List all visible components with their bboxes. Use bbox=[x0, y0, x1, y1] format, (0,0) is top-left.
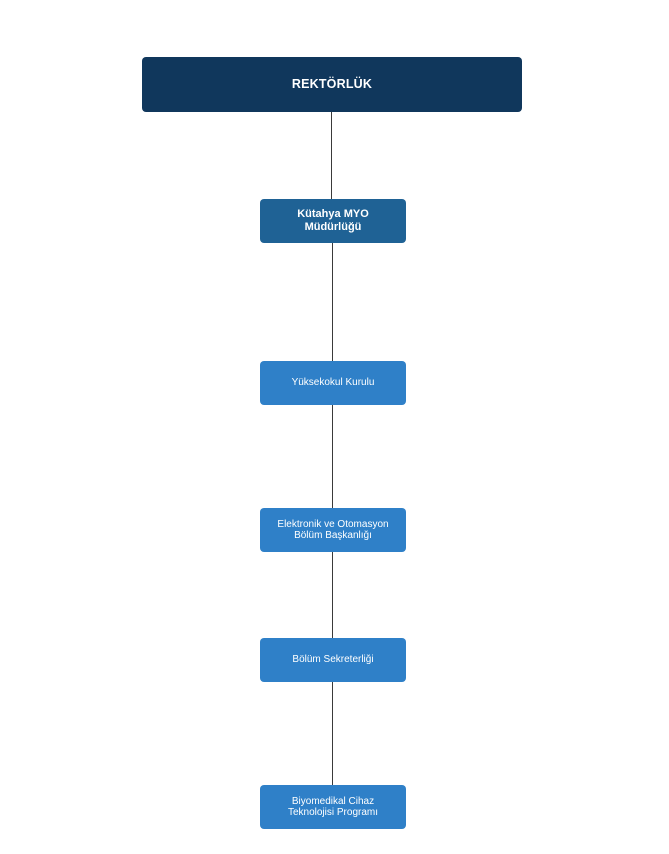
node-bolum-baskanligi: Elektronik ve Otomasyon Bölüm Başkanlığı bbox=[260, 508, 406, 552]
node-biyomedikal-cihaz-programi-label: Biyomedikal Cihaz Teknolojisi Programı bbox=[287, 795, 379, 819]
node-bolum-baskanligi-label: Elektronik ve Otomasyon Bölüm Başkanlığı bbox=[277, 518, 389, 542]
node-yuksekokul-kurulu: Yüksekokul Kurulu bbox=[260, 361, 406, 405]
connector-sekreter-program bbox=[332, 682, 333, 785]
connector-kurul-bolum bbox=[332, 405, 333, 508]
node-rektorluk: REKTÖRLÜK bbox=[142, 57, 522, 112]
node-biyomedikal-cihaz-programi: Biyomedikal Cihaz Teknolojisi Programı bbox=[260, 785, 406, 829]
node-kutahya-myo-mudurlugu-label: Kütahya MYO Müdürlüğü bbox=[297, 208, 369, 233]
node-kutahya-myo-mudurlugu: Kütahya MYO Müdürlüğü bbox=[260, 199, 406, 243]
node-rektorluk-label: REKTÖRLÜK bbox=[291, 77, 373, 92]
node-bolum-sekreterligi-label: Bölüm Sekreterliği bbox=[292, 654, 374, 666]
connector-myo-kurul bbox=[332, 243, 333, 361]
node-bolum-sekreterligi: Bölüm Sekreterliği bbox=[260, 638, 406, 682]
connector-root-myo bbox=[331, 112, 332, 199]
connector-bolum-sekreter bbox=[332, 552, 333, 638]
node-yuksekokul-kurulu-label: Yüksekokul Kurulu bbox=[291, 377, 375, 389]
